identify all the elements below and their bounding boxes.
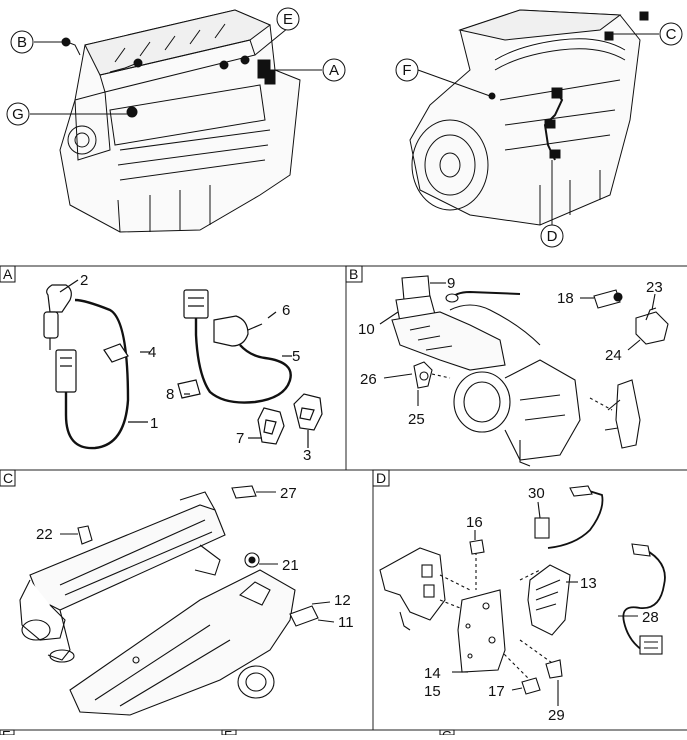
callout-A: A xyxy=(270,58,346,82)
part-label-11: 11 xyxy=(338,614,354,631)
panel-grid xyxy=(0,265,687,735)
panel-tab-B: B xyxy=(345,265,363,283)
part-label-14: 14 xyxy=(424,665,441,682)
callout-E: E xyxy=(254,7,300,56)
part-label-26: 26 xyxy=(360,371,377,388)
panel-D-parts xyxy=(379,485,666,706)
panel-C-label: C xyxy=(3,470,13,486)
part-label-7: 7 xyxy=(236,430,244,447)
callout-B-label: B xyxy=(17,34,27,51)
callout-G: G xyxy=(6,102,128,126)
part-label-6: 6 xyxy=(282,302,290,319)
panel-B-parts xyxy=(379,275,669,467)
part-label-4: 4 xyxy=(148,344,156,361)
part-label-9: 9 xyxy=(447,275,455,292)
part-label-28: 28 xyxy=(642,609,659,626)
part-label-25: 25 xyxy=(408,411,425,428)
panel-tab-A: A xyxy=(0,265,16,283)
bottom-tab-G: G xyxy=(442,728,452,735)
part-label-2: 2 xyxy=(80,272,88,289)
callout-F: F xyxy=(395,58,491,97)
panel-C-parts xyxy=(19,485,335,716)
callout-D-label: D xyxy=(547,228,558,245)
part-label-29: 29 xyxy=(548,707,565,724)
bottom-tab-F: F xyxy=(224,728,232,735)
part-label-16: 16 xyxy=(466,514,483,531)
callout-E-label: E xyxy=(283,11,293,28)
engine-right-illustration xyxy=(409,9,649,226)
bottom-row-tabs: E F G xyxy=(0,728,455,740)
part-label-13: 13 xyxy=(580,575,597,592)
part-label-24: 24 xyxy=(605,347,622,364)
part-label-21: 21 xyxy=(282,557,299,574)
callout-G-label: G xyxy=(12,106,24,123)
part-label-30: 30 xyxy=(528,485,545,502)
part-label-8: 8 xyxy=(166,386,174,403)
panel-A-labels: 2 6 4 5 8 1 7 3 xyxy=(80,272,311,464)
panel-tab-C: C xyxy=(0,469,16,487)
part-label-18: 18 xyxy=(557,290,574,307)
part-label-3: 3 xyxy=(303,447,311,464)
panel-A-parts xyxy=(43,279,323,450)
part-label-12: 12 xyxy=(334,592,351,609)
part-label-23: 23 xyxy=(646,279,663,296)
callout-F-label: F xyxy=(402,62,411,79)
part-label-27: 27 xyxy=(280,485,297,502)
callout-B: B xyxy=(10,30,62,54)
callout-C-label: C xyxy=(666,26,677,43)
part-label-22: 22 xyxy=(36,526,53,543)
panel-tab-D: D xyxy=(372,469,390,487)
part-label-10: 10 xyxy=(358,321,375,338)
panel-C-labels: 27 22 21 12 11 xyxy=(36,485,354,631)
callout-A-label: A xyxy=(329,62,339,79)
panel-D-label: D xyxy=(376,470,386,486)
part-label-17: 17 xyxy=(488,683,505,700)
panel-B-labels: 9 10 18 23 24 26 25 xyxy=(358,275,663,428)
callout-D: D xyxy=(540,160,564,248)
callout-C: C xyxy=(612,22,683,46)
part-label-1: 1 xyxy=(150,415,158,432)
part-label-5: 5 xyxy=(292,348,300,365)
panel-A-label: A xyxy=(3,266,13,282)
engine-left-illustration xyxy=(59,9,301,233)
panel-B-label: B xyxy=(349,266,358,282)
part-label-15: 15 xyxy=(424,683,441,700)
bottom-tab-E: E xyxy=(2,728,11,735)
panel-D-labels: 16 30 13 28 14 15 17 29 xyxy=(424,485,659,724)
